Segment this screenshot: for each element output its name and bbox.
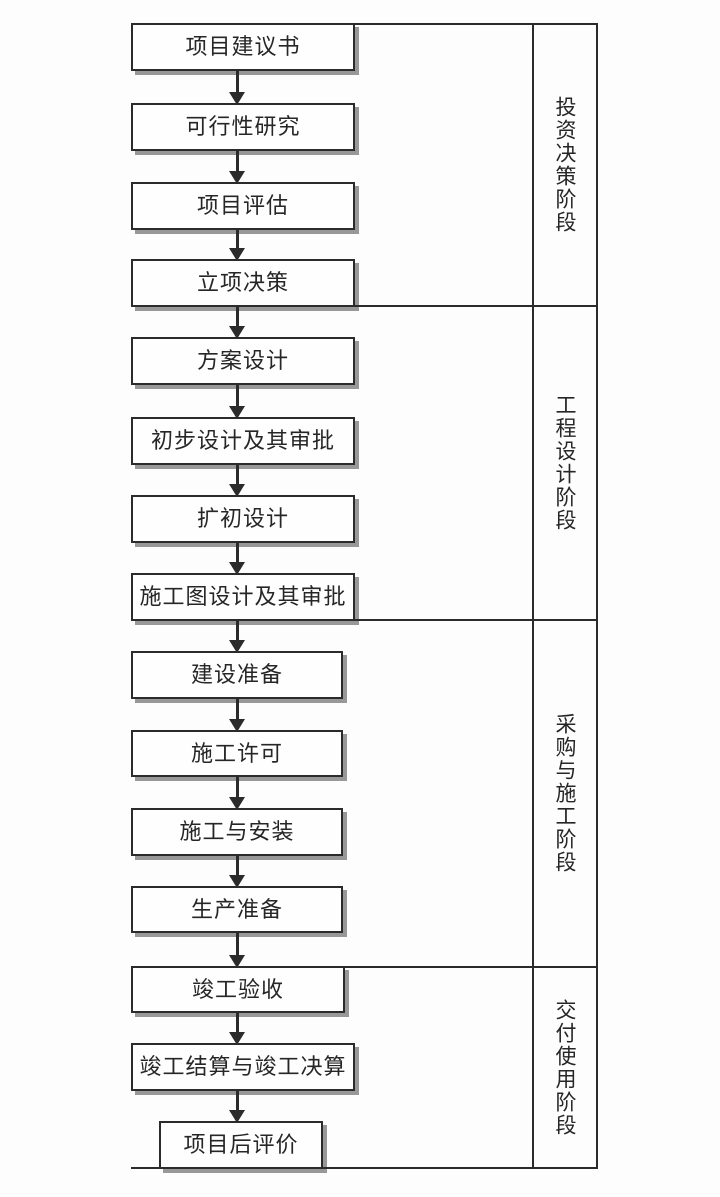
flow-step-label: 立项决策	[196, 270, 289, 295]
phase-label: 交付使用阶段	[553, 998, 577, 1137]
flow-step-box: 竣工结算与竣工决算	[131, 1043, 355, 1091]
flow-step-box: 生产准备	[131, 886, 343, 933]
phase-panel-border-bottom	[131, 1167, 598, 1169]
arrow-head	[229, 875, 245, 888]
flow-step-label: 项目后评价	[183, 1132, 299, 1157]
arrow-head	[229, 1032, 245, 1045]
flow-step-label: 扩初设计	[196, 506, 289, 531]
phase-divider-3	[343, 966, 598, 968]
arrow-head	[229, 406, 245, 419]
arrow-down-icon	[229, 1013, 245, 1045]
arrow-down-icon	[229, 151, 245, 184]
arrow-down-icon	[229, 777, 245, 810]
phase-divider-2	[353, 619, 598, 621]
arrow-head	[229, 92, 245, 105]
arrow-stem	[235, 230, 239, 248]
arrow-head	[229, 1110, 245, 1123]
flow-step-box: 方案设计	[131, 337, 355, 385]
flow-step-box: 建设准备	[131, 651, 343, 699]
flow-step-box: 立项决策	[131, 259, 355, 307]
flow-step-label: 初步设计及其审批	[150, 428, 335, 453]
arrow-down-icon	[229, 856, 245, 888]
arrow-stem	[235, 699, 239, 719]
arrow-head	[229, 640, 245, 653]
phase-label: 采购与施工阶段	[553, 713, 577, 874]
flow-step-box: 施工与安装	[131, 808, 343, 856]
arrow-down-icon	[229, 230, 245, 261]
flow-step-box: 初步设计及其审批	[131, 417, 355, 465]
arrow-down-icon	[229, 1091, 245, 1123]
flow-step-label: 建设准备	[190, 662, 283, 687]
phase-cell: 工程设计阶段	[534, 307, 595, 619]
flow-step-box: 项目评估	[131, 182, 355, 230]
arrow-stem	[235, 1091, 239, 1110]
flow-step-box: 项目建议书	[131, 23, 355, 71]
flow-step-label: 方案设计	[196, 348, 289, 373]
flow-step-label: 生产准备	[190, 896, 283, 922]
flow-step-label: 项目评估	[196, 193, 289, 218]
arrow-stem	[235, 307, 239, 326]
flow-step-label: 竣工验收	[191, 976, 284, 1002]
arrow-down-icon	[229, 71, 245, 105]
flow-step-box: 项目后评价	[159, 1121, 323, 1169]
arrow-head	[229, 719, 245, 732]
phase-panel-border-left	[532, 23, 534, 1169]
phase-panel-border-right	[596, 23, 598, 1169]
flow-step-box: 可行性研究	[131, 103, 355, 151]
arrow-down-icon	[229, 385, 245, 419]
flow-step-label: 施工图设计及其审批	[139, 584, 347, 609]
flow-step-box: 施工许可	[131, 730, 343, 777]
arrow-stem	[235, 856, 239, 875]
phase-label: 投资决策阶段	[553, 96, 577, 234]
arrow-down-icon	[229, 543, 245, 575]
flow-step-box: 施工图设计及其审批	[131, 573, 355, 621]
flow-step-label: 项目建议书	[185, 34, 301, 59]
arrow-head	[229, 171, 245, 184]
arrow-down-icon	[229, 465, 245, 497]
arrow-head	[229, 797, 245, 810]
arrow-head	[229, 248, 245, 261]
arrow-head	[229, 562, 245, 575]
flow-step-label: 施工与安装	[179, 819, 295, 844]
arrow-stem	[235, 543, 239, 562]
phase-divider-1	[353, 305, 598, 307]
phase-panel-border-top	[353, 23, 598, 25]
flow-step-box: 竣工验收	[131, 966, 345, 1013]
arrow-down-icon	[229, 699, 245, 732]
phase-label: 工程设计阶段	[553, 394, 577, 532]
flow-step-label: 施工许可	[190, 740, 283, 766]
arrow-stem	[235, 621, 239, 640]
arrow-stem	[235, 151, 239, 171]
arrow-head	[229, 955, 245, 968]
arrow-down-icon	[229, 933, 245, 968]
flow-step-label: 可行性研究	[185, 114, 301, 139]
flow-step-label: 竣工结算与竣工决算	[139, 1054, 347, 1079]
phase-cell: 投资决策阶段	[534, 25, 595, 305]
arrow-stem	[235, 71, 239, 92]
phase-cell: 采购与施工阶段	[534, 621, 595, 966]
arrow-head	[229, 484, 245, 497]
arrow-head	[229, 326, 245, 339]
flow-step-box: 扩初设计	[131, 495, 355, 543]
arrow-down-icon	[229, 621, 245, 653]
arrow-stem	[235, 385, 239, 406]
arrow-stem	[235, 1013, 239, 1032]
arrow-stem	[235, 465, 239, 484]
phase-cell: 交付使用阶段	[534, 968, 595, 1167]
arrow-stem	[235, 933, 239, 955]
arrow-stem	[235, 777, 239, 797]
arrow-down-icon	[229, 307, 245, 339]
